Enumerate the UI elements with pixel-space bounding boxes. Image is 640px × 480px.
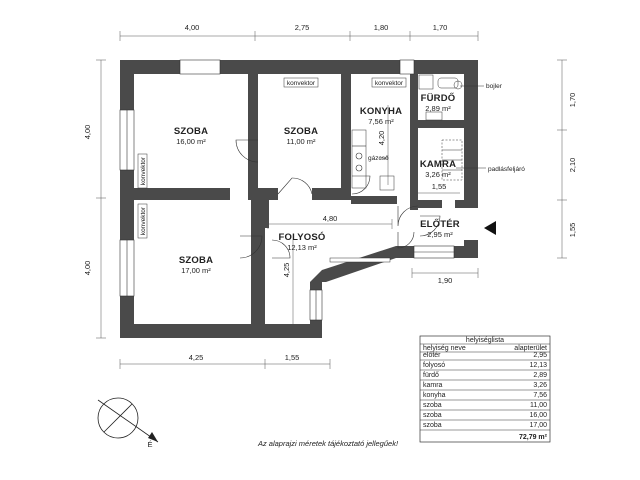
room-list-table: helyiséglista helyiség neve alapterület … bbox=[419, 335, 551, 443]
room-list-row-6-area: 11,00 bbox=[530, 402, 547, 409]
convector-label-3: konvektor bbox=[140, 156, 147, 185]
room-list-header-area: alapterület bbox=[514, 345, 547, 352]
room-list-row-8-area: 17,00 bbox=[529, 422, 547, 429]
room-list-title: helyiséglista bbox=[466, 337, 504, 344]
room-area-2: 11,00 m² bbox=[286, 137, 316, 146]
dimension-texts: 4,00 2,75 1,80 1,70 4,25 1,55 4,00 4,00 … bbox=[83, 23, 577, 362]
dim-right-3: 1,55 bbox=[568, 223, 577, 238]
dim-kitchen-depth: 4,20 bbox=[377, 131, 386, 146]
room-name-1: SZOBA bbox=[174, 126, 208, 137]
dim-top-4: 1,70 bbox=[433, 23, 448, 32]
dim-entrance-width: 1,90 bbox=[438, 276, 453, 285]
north-arrow-icon bbox=[97, 397, 159, 443]
room-name-8: ELŐTÉR bbox=[420, 218, 460, 230]
dim-right-1: 1,70 bbox=[568, 93, 577, 108]
room-list-row-6-name: szoba bbox=[423, 402, 442, 409]
room-area-5: 3,26 m² bbox=[425, 170, 451, 179]
convectors: konvektor konvektor konvektor konvektor bbox=[137, 77, 407, 239]
room-area-3: 7,56 m² bbox=[368, 117, 394, 126]
dim-top-2: 2,75 bbox=[295, 23, 310, 32]
room-list-row-1-area: 2,95 bbox=[533, 352, 547, 359]
room-list-row-7-name: szoba bbox=[423, 412, 442, 419]
dim-left-1: 4,00 bbox=[83, 125, 92, 140]
gas-pipe-label: gázcső bbox=[368, 155, 389, 162]
room-list-row-4-area: 3,26 bbox=[533, 382, 547, 389]
room-area-6: 17,00 m² bbox=[181, 266, 211, 275]
room-name-2: SZOBA bbox=[284, 126, 318, 137]
room-name-5: KAMRA bbox=[420, 159, 456, 170]
room-list-row-8-name: szoba bbox=[423, 422, 442, 429]
convector-label-1: konvektor bbox=[287, 80, 316, 87]
room-list-row-7-area: 16,00 bbox=[529, 412, 547, 419]
room-area-7: 12,13 m² bbox=[287, 243, 317, 252]
dim-right-2: 2,10 bbox=[568, 158, 577, 173]
room-list-row-5-name: konyha bbox=[423, 392, 446, 399]
dim-left-2: 4,00 bbox=[83, 261, 92, 276]
room-labels: SZOBA 16,00 m² SZOBA 11,00 m² KONYHA 7,5… bbox=[174, 92, 460, 275]
room-list-row-3-area: 2,89 bbox=[533, 372, 547, 379]
doors bbox=[235, 139, 441, 259]
dim-hall-depth: 4,25 bbox=[282, 263, 291, 278]
windows bbox=[119, 59, 455, 321]
dim-hall-width: 4,80 bbox=[323, 214, 338, 223]
dim-bottom-1: 4,25 bbox=[189, 353, 204, 362]
room-area-4: 2,89 m² bbox=[425, 104, 451, 113]
room-name-4: FÜRDŐ bbox=[421, 92, 456, 104]
room-list-total: 72,79 m² bbox=[519, 434, 548, 441]
fixture-labels: gázcső bojler padlásfeljáró bbox=[368, 83, 525, 173]
room-list-row-2-name: folyosó bbox=[423, 362, 445, 369]
convector-label-2: konvektor bbox=[375, 80, 404, 87]
room-list-row-5-area: 7,56 bbox=[533, 392, 547, 399]
dim-top-1: 4,00 bbox=[185, 23, 200, 32]
room-area-1: 16,00 m² bbox=[176, 137, 206, 146]
room-name-6: SZOBA bbox=[179, 255, 213, 266]
dim-bottom-2: 1,55 bbox=[285, 353, 300, 362]
room-list-row-2-area: 12,13 bbox=[529, 362, 547, 369]
dim-pantry-width: 1,55 bbox=[432, 182, 447, 191]
room-name-3: KONYHA bbox=[360, 106, 402, 117]
dim-top-3: 1,80 bbox=[374, 23, 389, 32]
room-list-row-1-name: előtér bbox=[423, 352, 441, 359]
attic-ladder-label: padlásfeljáró bbox=[488, 166, 525, 173]
dimension-lines bbox=[96, 31, 567, 369]
room-area-8: 2,95 m² bbox=[427, 230, 453, 239]
room-name-7: FOLYOSÓ bbox=[279, 231, 326, 243]
convector-label-4: konvektor bbox=[140, 206, 147, 235]
entrance-arrow-icon bbox=[484, 221, 496, 235]
room-list-row-4-name: kamra bbox=[423, 382, 443, 389]
boiler-label: bojler bbox=[486, 83, 503, 90]
fixtures bbox=[351, 74, 486, 191]
room-list-header-name: helyiség neve bbox=[423, 345, 466, 352]
disclaimer: Az alaprajzi méretek tájékoztató jellegű… bbox=[257, 439, 399, 448]
north-label: É bbox=[147, 440, 152, 449]
room-list-row-3-name: fürdő bbox=[423, 372, 439, 379]
